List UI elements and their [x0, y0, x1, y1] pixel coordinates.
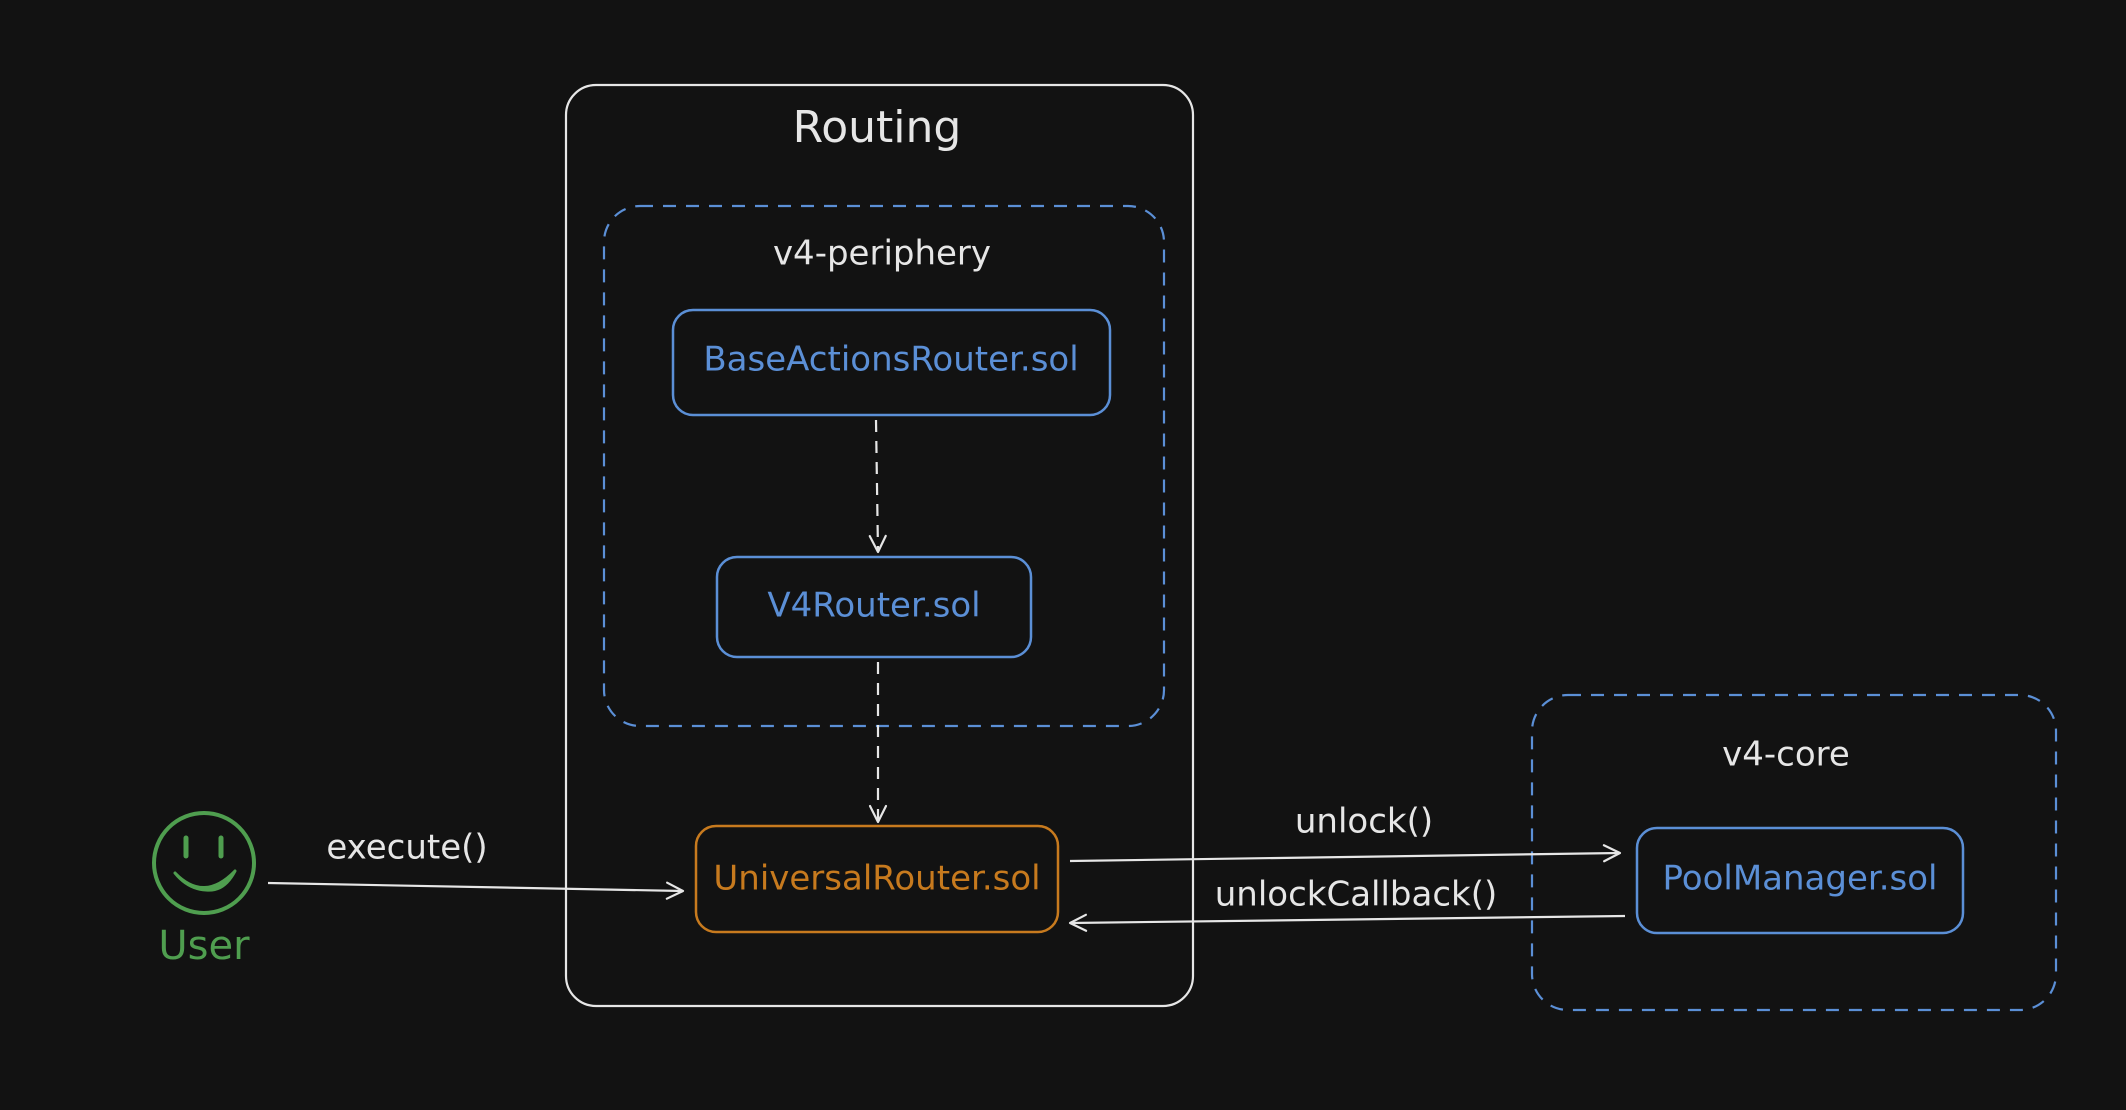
periphery-group: v4-periphery: [602, 204, 1166, 728]
edge-unlock: unlock(): [1069, 802, 1622, 863]
edge-unlock-callback-label: unlockCallback(): [1215, 875, 1498, 915]
edge-unlock-callback: unlockCallback(): [1068, 875, 1626, 932]
base-actions-router-label: BaseActionsRouter.sol: [703, 340, 1078, 380]
pool-manager-box: [1635, 826, 1965, 935]
edge-unlock-line: [1069, 844, 1622, 863]
v4-router-node[interactable]: V4Router.sol: [715, 555, 1033, 659]
universal-router-box: [694, 824, 1060, 934]
core-group-border: [1530, 693, 2058, 1012]
edge-execute: execute(): [267, 828, 685, 900]
edge-execute-line: [267, 881, 685, 900]
user-node[interactable]: User: [152, 811, 256, 969]
base-actions-router-node[interactable]: BaseActionsRouter.sol: [671, 308, 1112, 417]
core-group-title: v4-core: [1722, 735, 1850, 775]
user-label: User: [158, 923, 250, 969]
periphery-group-title: v4-periphery: [773, 234, 991, 274]
periphery-group-border: [602, 204, 1166, 728]
edge-execute-label: execute(): [326, 828, 487, 868]
edge-unlock-callback-line: [1068, 913, 1626, 932]
universal-router-node[interactable]: UniversalRouter.sol: [694, 824, 1060, 934]
edge-unlock-label: unlock(): [1295, 802, 1433, 842]
routing-group-title: Routing: [793, 102, 962, 153]
core-group: v4-core: [1530, 693, 2058, 1012]
routing-group-border: [564, 83, 1195, 1008]
edge-base-to-v4router-line: [868, 419, 887, 554]
v4-router-box: [715, 555, 1033, 659]
smiley-face-icon: [152, 811, 256, 915]
v4-router-label: V4Router.sol: [767, 586, 980, 626]
base-actions-router-box: [671, 308, 1112, 417]
pool-manager-label: PoolManager.sol: [1662, 859, 1937, 899]
edge-base-to-v4router: [868, 419, 887, 554]
universal-router-label: UniversalRouter.sol: [713, 859, 1040, 899]
routing-group: Routing: [564, 83, 1195, 1008]
pool-manager-node[interactable]: PoolManager.sol: [1635, 826, 1965, 935]
